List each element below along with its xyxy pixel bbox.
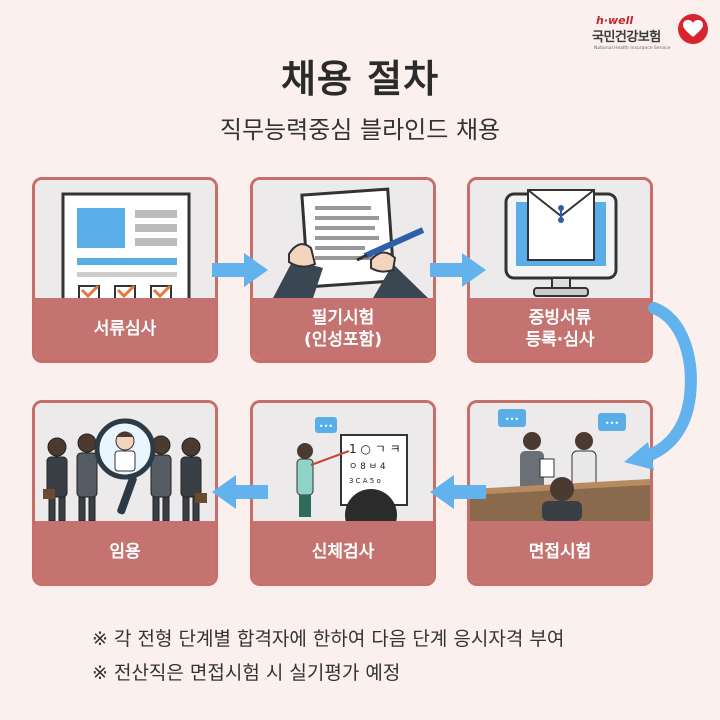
magnifier-candidate-icon xyxy=(35,403,215,521)
computer-document-icon xyxy=(470,180,650,298)
step-label: 증빙서류 등록·심사 xyxy=(470,298,650,360)
step-label: 신체검사 xyxy=(253,521,433,583)
eye-chart-row2: ㅇ 8 ㅂ 4 xyxy=(349,462,386,472)
arrow-right-icon xyxy=(212,253,268,287)
eye-chart-row1: 1 ○ ㄱ ㅋ xyxy=(349,442,401,456)
nhis-logo: h·well 국민건강보험 National Health Insurance … xyxy=(584,12,710,62)
note-line: ※ 각 전형 단계별 합격자에 한하여 다음 단계 응시자격 부여 xyxy=(92,628,565,650)
step-card-physical-exam: ••• 1 ○ ㄱ ㅋ ㅇ 8 ㅂ 4 3 C A 5 o 신체검사 xyxy=(250,400,436,586)
arrow-right-icon xyxy=(430,253,486,287)
eye-chart-row3: 3 C A 5 o xyxy=(349,477,381,485)
logo-name: 국민건강보험 xyxy=(592,30,661,45)
step-card-interview: ••• ••• 면접시험 xyxy=(467,400,653,586)
logo-subtitle: National Health Insurance Service xyxy=(594,46,671,51)
step-card-appointment: 임용 xyxy=(32,400,218,586)
step-label-line1: 임용 xyxy=(109,542,141,562)
svg-text:•••: ••• xyxy=(605,419,619,428)
document-review-icon xyxy=(35,180,215,298)
step-card-written-test: 필기시험 (인성포함) xyxy=(250,177,436,363)
step-label-line1: 서류심사 xyxy=(93,319,157,339)
step-label-line1: 증빙서류 xyxy=(528,308,592,328)
svg-text:•••: ••• xyxy=(505,415,519,424)
step-card-document-submission: 증빙서류 등록·심사 xyxy=(467,177,653,363)
page-subtitle: 직무능력중심 블라인드 채용 xyxy=(219,116,501,144)
step-label-line1: 필기시험 xyxy=(311,308,375,328)
curved-arrow-icon xyxy=(624,302,697,470)
step-label: 임용 xyxy=(35,521,215,583)
written-test-icon xyxy=(253,180,433,298)
arrow-left-icon xyxy=(430,475,486,509)
arrow-left-icon xyxy=(212,475,268,509)
step-label: 서류심사 xyxy=(35,298,215,360)
step-label: 필기시험 (인성포함) xyxy=(253,298,433,360)
step-label-line2: 등록·심사 xyxy=(525,330,595,350)
step-label: 면접시험 xyxy=(470,521,650,583)
note-line: ※ 전산직은 면접시험 시 실기평가 예정 xyxy=(92,662,401,684)
step-label-line1: 면접시험 xyxy=(528,542,592,562)
page-title: 채용 절차 xyxy=(280,57,440,101)
step-label-line1: 신체검사 xyxy=(311,542,375,562)
heart-icon xyxy=(678,14,708,44)
interview-icon: ••• ••• xyxy=(470,403,650,521)
step-label-line2: (인성포함) xyxy=(303,330,383,350)
notes: ※ 각 전형 단계별 합격자에 한하여 다음 단계 응시자격 부여 ※ 전산직은… xyxy=(92,622,564,690)
eye-chart-icon: ••• 1 ○ ㄱ ㅋ ㅇ 8 ㅂ 4 3 C A 5 o xyxy=(253,403,433,521)
svg-text:•••: ••• xyxy=(319,422,333,431)
step-card-document-review: 서류심사 xyxy=(32,177,218,363)
logo-hwell-text: h·well xyxy=(596,14,634,27)
